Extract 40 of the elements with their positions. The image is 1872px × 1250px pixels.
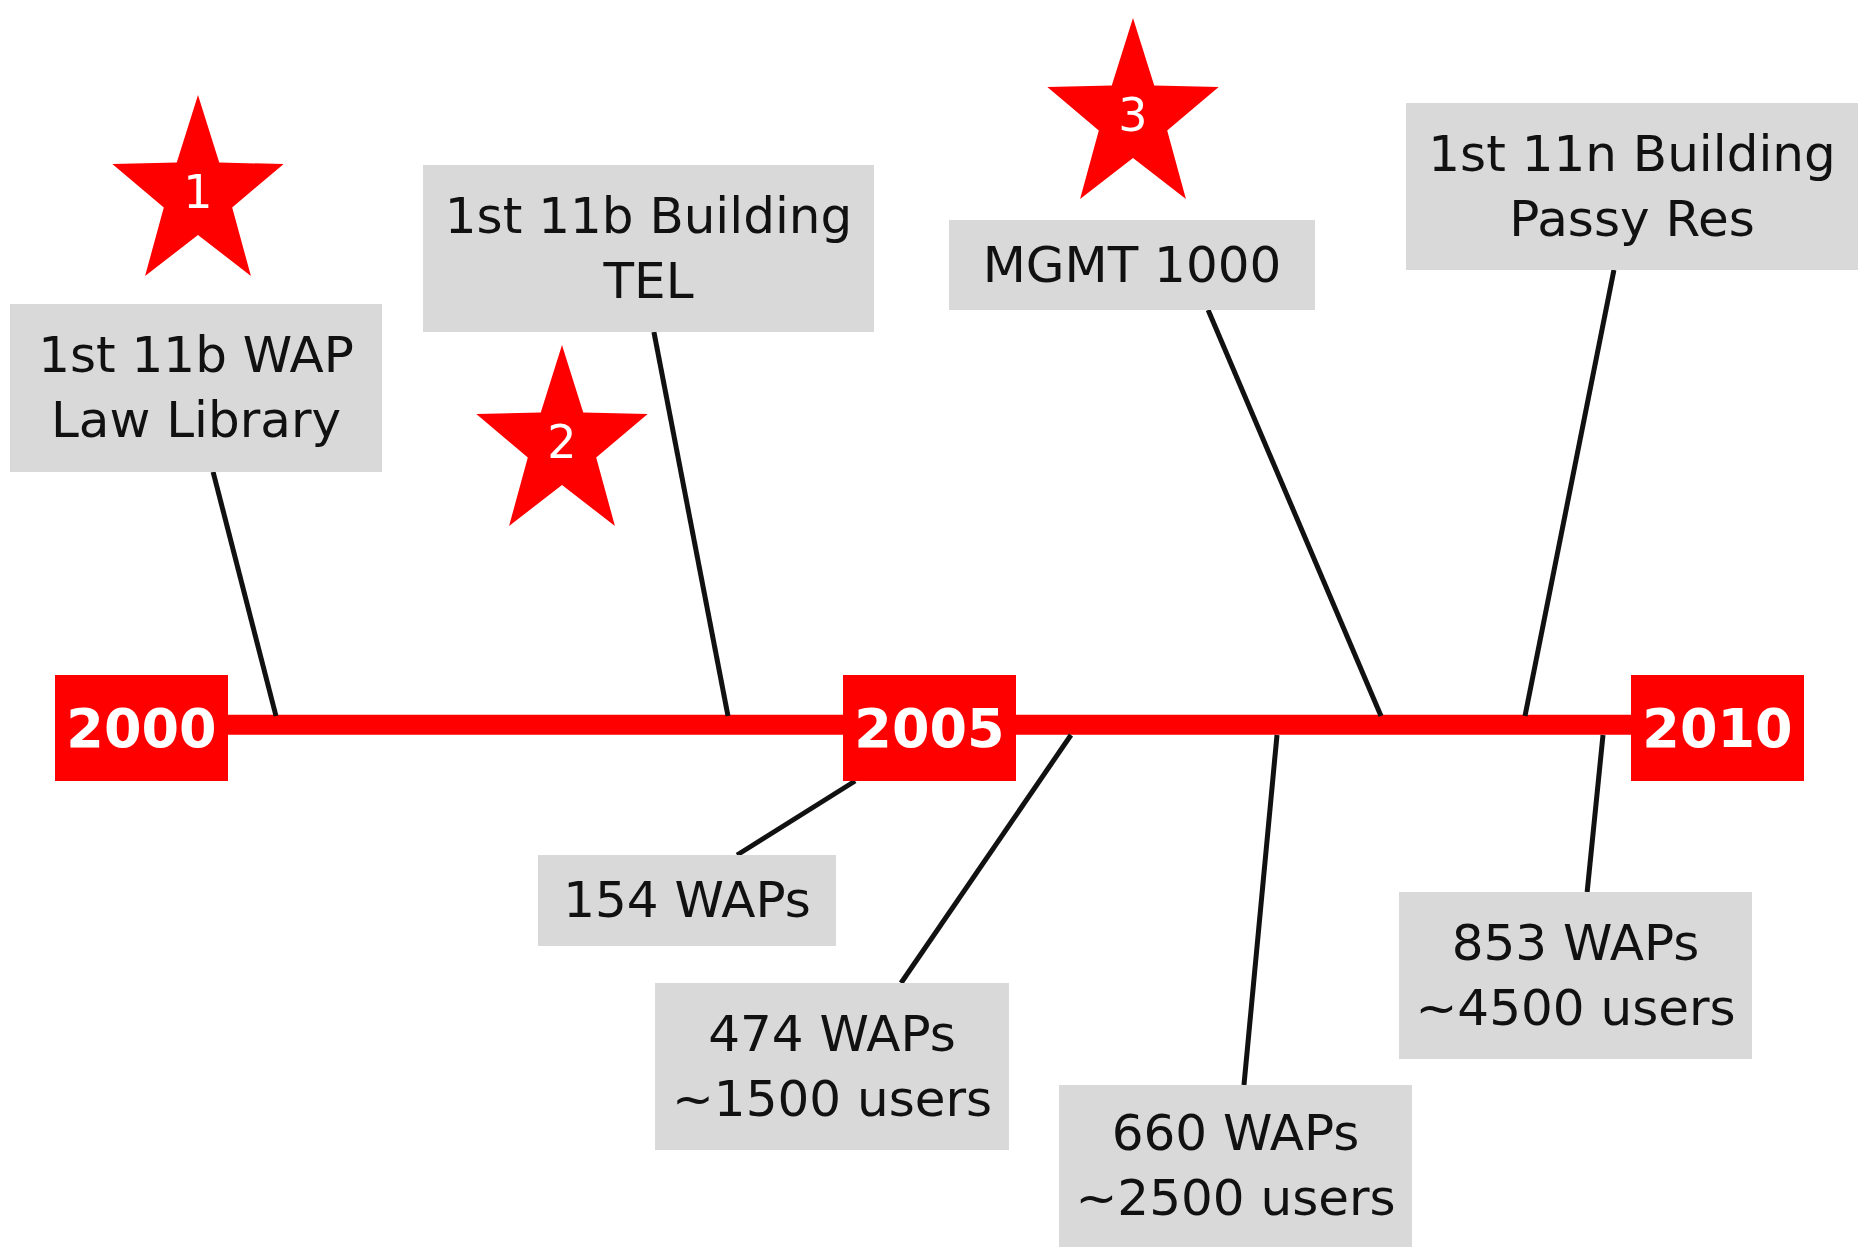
box-text: Passy Res — [1509, 188, 1755, 250]
year-box — [1631, 675, 1804, 781]
box-text: ~1500 users — [671, 1068, 993, 1130]
box-text: 1st 11n Building — [1428, 123, 1836, 185]
leader-line — [898, 733, 1074, 985]
box-text: 660 WAPs — [1111, 1103, 1360, 1164]
box-text: ~4500 users — [1415, 977, 1736, 1039]
label-box — [538, 855, 836, 946]
timeline-bar — [228, 714, 843, 735]
box-text: 154 WAPs — [563, 870, 811, 931]
box-text: TEL — [603, 250, 694, 312]
star-number: 3 — [1118, 88, 1148, 142]
label-box — [655, 983, 1009, 1150]
label-box — [423, 165, 874, 332]
year-label: 2000 — [66, 696, 217, 760]
box-text: Law Library — [50, 390, 342, 451]
star-number: 2 — [547, 415, 577, 469]
label-box — [10, 304, 382, 472]
box-text: ~2500 users — [1075, 1168, 1396, 1229]
star-number: 1 — [183, 165, 213, 219]
label-box — [949, 220, 1315, 310]
label-box — [1059, 1085, 1412, 1247]
year-box — [843, 675, 1016, 781]
leader-line — [1584, 734, 1606, 893]
box-text: 853 WAPs — [1451, 912, 1700, 974]
leader-line — [1205, 309, 1384, 717]
leader-line — [1522, 269, 1617, 717]
year-label: 2010 — [1642, 696, 1793, 760]
box-text: 474 WAPs — [708, 1003, 956, 1065]
year-box — [55, 675, 228, 781]
leader-line — [651, 331, 731, 717]
box-text: 1st 11b Building — [444, 185, 853, 247]
box-text: 1st 11b WAP — [38, 325, 354, 386]
leader-line — [1241, 734, 1280, 1086]
label-box — [1399, 892, 1752, 1059]
leader-line — [210, 471, 279, 717]
timeline-bar — [1016, 714, 1631, 735]
label-box — [1406, 103, 1858, 270]
box-text: MGMT 1000 — [982, 234, 1282, 296]
year-label: 2005 — [854, 696, 1005, 760]
